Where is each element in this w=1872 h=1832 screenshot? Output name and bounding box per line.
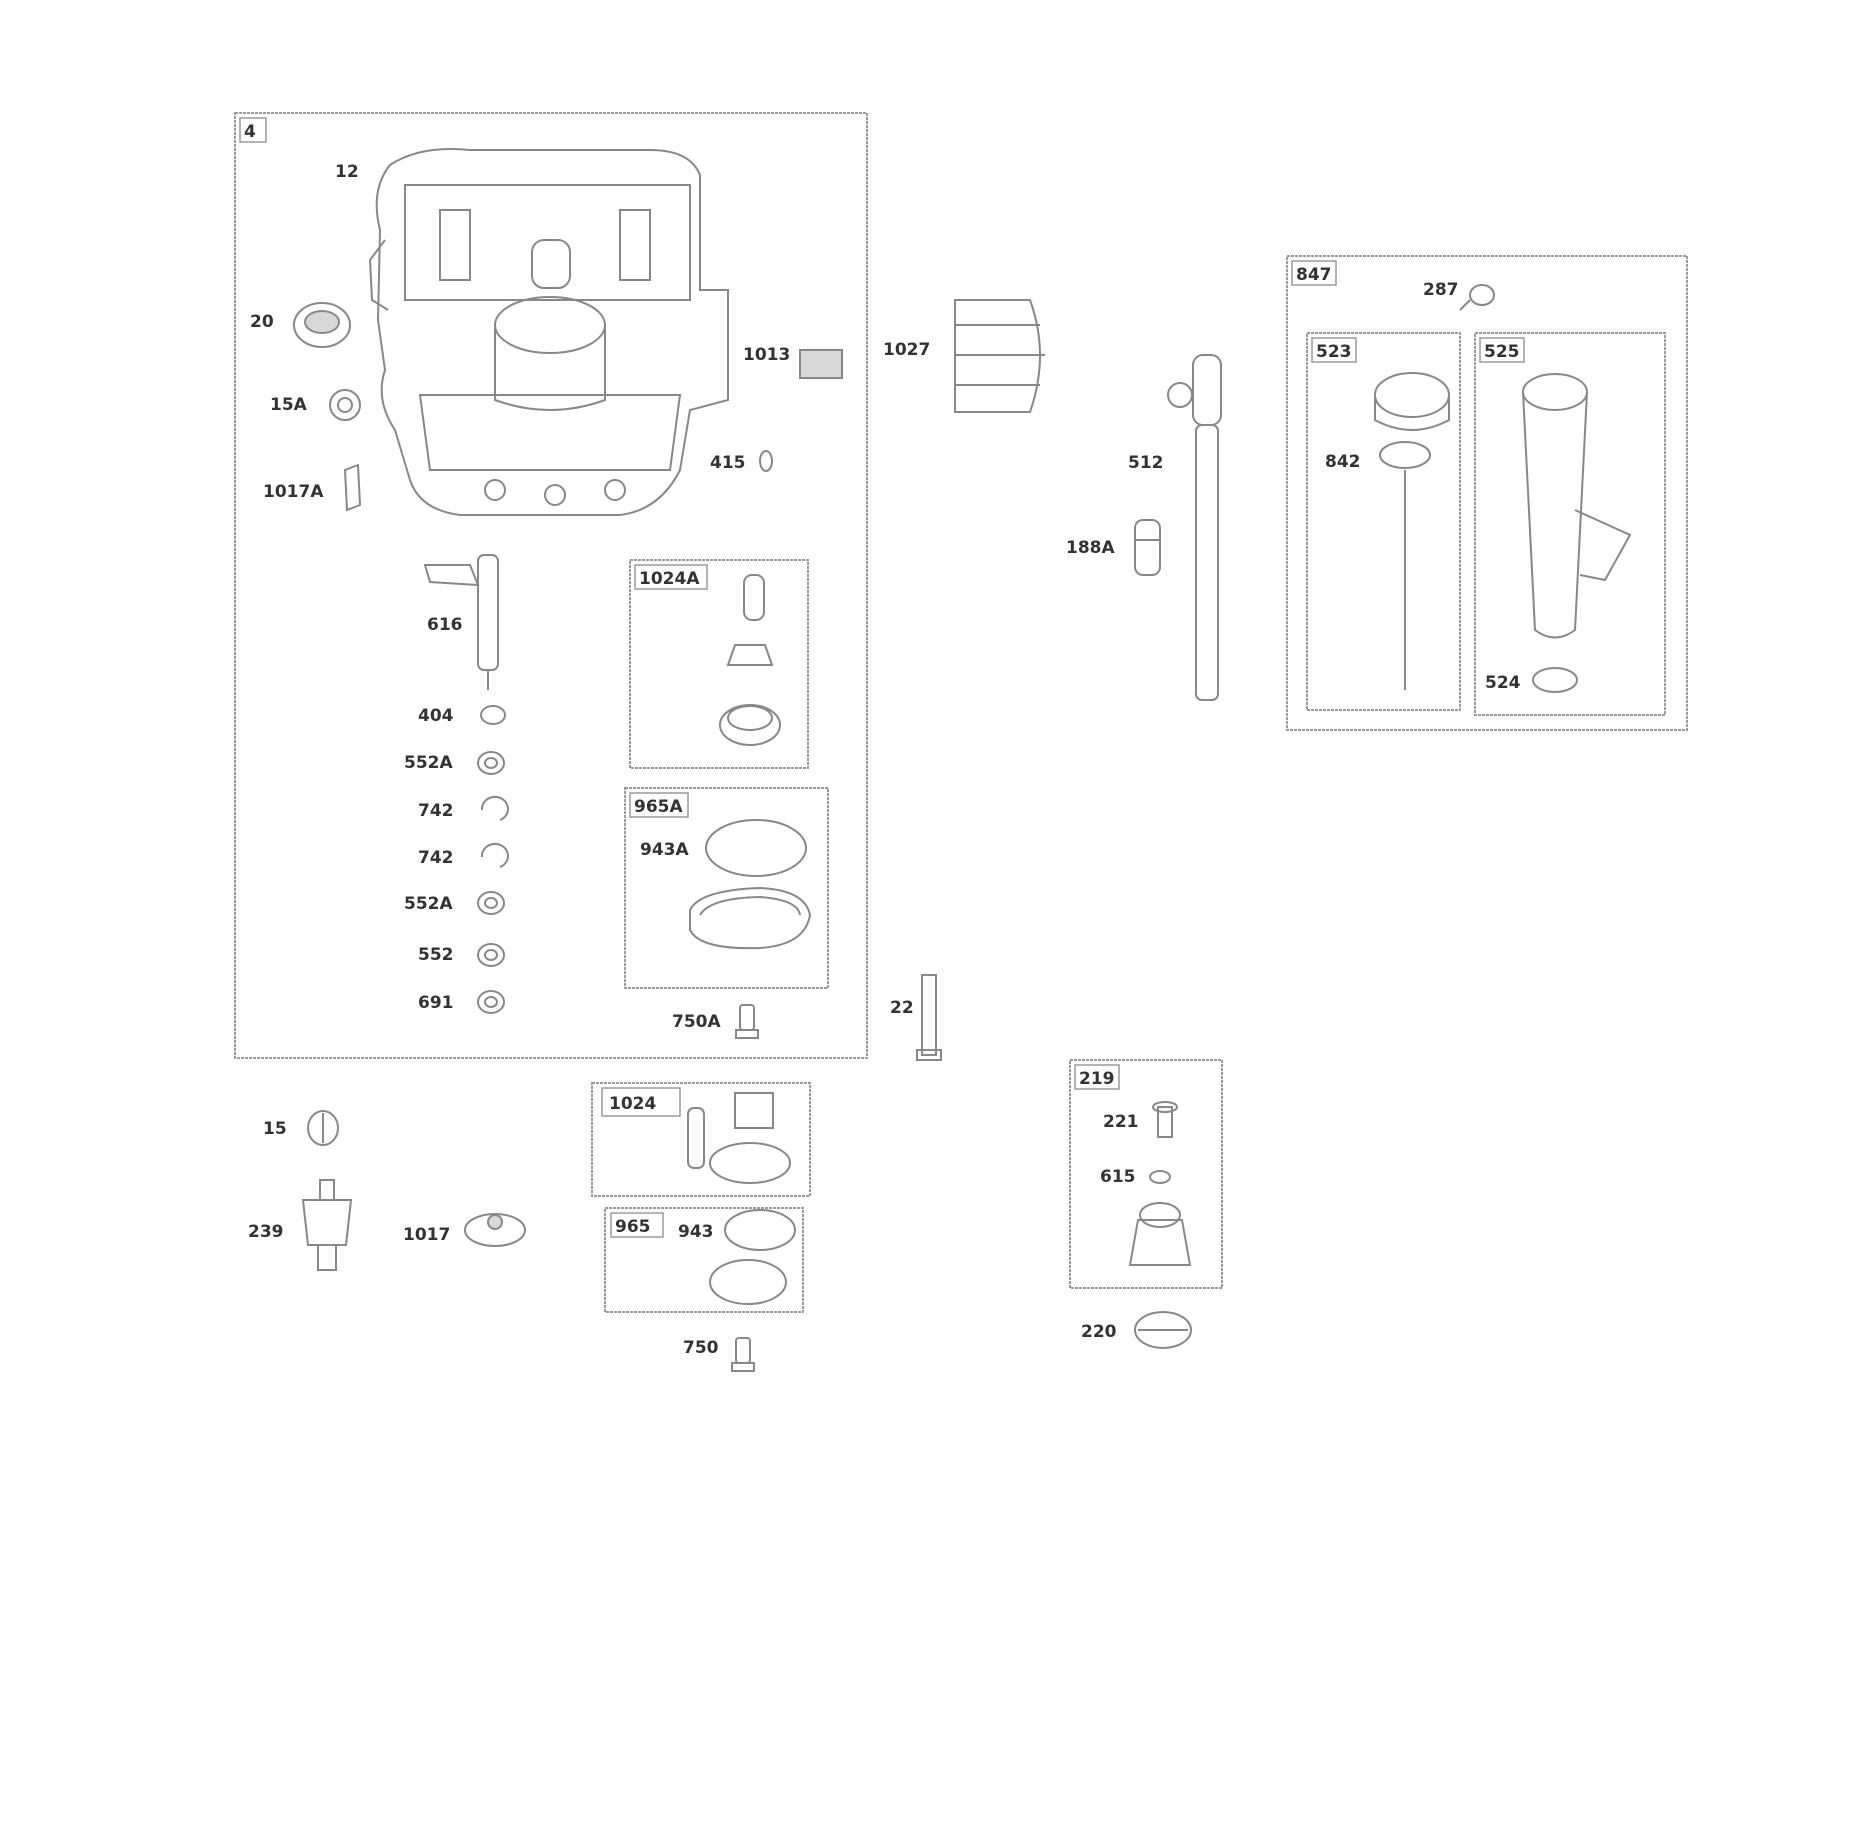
gasket-943A-drawing [705, 819, 807, 877]
label-616: 616 [427, 615, 463, 635]
label-15: 15 [263, 1119, 287, 1139]
label-750: 750 [683, 1338, 719, 1358]
label-842: 842 [1325, 452, 1361, 472]
label-742-2: 742 [418, 848, 454, 868]
label-22: 22 [890, 998, 914, 1018]
group-523-tag: 523 [1316, 342, 1352, 362]
clip-742-2-drawing [480, 843, 509, 868]
governor-shaft-616-drawing [423, 554, 499, 690]
bolt-750-drawing [731, 1337, 755, 1372]
bolt-750A-drawing [735, 1004, 759, 1039]
label-552A-1: 552A [404, 753, 453, 773]
label-512: 512 [1128, 453, 1164, 473]
pump-219-drawing [1128, 1101, 1192, 1266]
screw-287-drawing [1459, 284, 1495, 311]
decal-1013-drawing [799, 349, 843, 379]
label-188A: 188A [1066, 538, 1115, 558]
label-742-1: 742 [418, 801, 454, 821]
label-20: 20 [250, 312, 274, 332]
group-219-box: 219 [1069, 1059, 1223, 1289]
gear-220-drawing [1134, 1311, 1192, 1349]
dipstick-842-drawing [1374, 372, 1450, 690]
dipstick-tube-512-drawing [1167, 354, 1222, 701]
group-1024-box: 1024 [591, 1082, 811, 1197]
group-1024A-tag: 1024A [639, 569, 700, 589]
plug-15A-drawing [329, 389, 361, 421]
breather-1017A-drawing [343, 463, 362, 512]
group-1024A-box: 1024A [629, 559, 809, 769]
group-965A-tag: 965A [634, 797, 683, 817]
label-750A: 750A [672, 1012, 721, 1032]
gasket-943-drawing [709, 1209, 796, 1305]
group-525-tag: 525 [1484, 342, 1520, 362]
label-943: 943 [678, 1222, 714, 1242]
group-219-tag: 219 [1079, 1069, 1115, 1089]
pin-415-drawing [759, 450, 773, 472]
label-1017A: 1017A [263, 482, 324, 502]
group-965-tag: 965 [615, 1217, 651, 1237]
label-615: 615 [1100, 1167, 1136, 1187]
group-523-box: 523 [1306, 332, 1461, 711]
group-847-tag: 847 [1296, 265, 1332, 285]
washer-552A-1-drawing [477, 751, 505, 775]
label-691: 691 [418, 993, 454, 1013]
label-221: 221 [1103, 1112, 1139, 1132]
switch-239-drawing [301, 1179, 353, 1271]
label-524: 524 [1485, 673, 1521, 693]
clip-742-1-drawing [480, 796, 509, 821]
washer-404-drawing [480, 705, 506, 725]
gasket-965A-drawing [689, 886, 812, 950]
governor-1024A-drawing [719, 574, 781, 746]
group-847-box: 847 [1286, 255, 1688, 731]
governor-1024-drawing [687, 1092, 791, 1184]
label-552A-2: 552A [404, 894, 453, 914]
label-287: 287 [1423, 280, 1459, 300]
group-1024-tag: 1024 [609, 1094, 656, 1114]
label-15A: 15A [270, 395, 308, 415]
label-1027: 1027 [883, 340, 930, 360]
seal-188A-drawing [1134, 519, 1161, 576]
plug-15-drawing [307, 1110, 339, 1146]
seal-524-drawing [1532, 667, 1578, 693]
fill-tube-525-drawing [1522, 373, 1632, 639]
seal-20-drawing [293, 302, 351, 348]
label-239: 239 [248, 1222, 284, 1242]
group-525-box: 525 [1474, 332, 1666, 716]
breather-1017-drawing [464, 1213, 526, 1247]
label-12: 12 [335, 162, 359, 182]
label-943A: 943A [640, 840, 689, 860]
oil-filter-1027-drawing [954, 299, 1045, 413]
crankcase-drawing [368, 148, 729, 516]
label-552: 552 [418, 945, 454, 965]
group-965-box: 965 [604, 1207, 804, 1313]
label-415: 415 [710, 453, 746, 473]
washer-552A-2-drawing [477, 891, 505, 915]
group-965A-box: 965A [624, 787, 829, 989]
bolt-22-drawing [916, 974, 942, 1061]
label-220: 220 [1081, 1322, 1117, 1342]
group-4-tag: 4 [244, 122, 256, 142]
label-1017: 1017 [403, 1225, 450, 1245]
washer-691-drawing [477, 990, 505, 1014]
group-4-box: 4 [234, 112, 868, 1059]
label-404: 404 [418, 706, 454, 726]
washer-552-drawing [477, 943, 505, 967]
label-1013: 1013 [743, 345, 790, 365]
